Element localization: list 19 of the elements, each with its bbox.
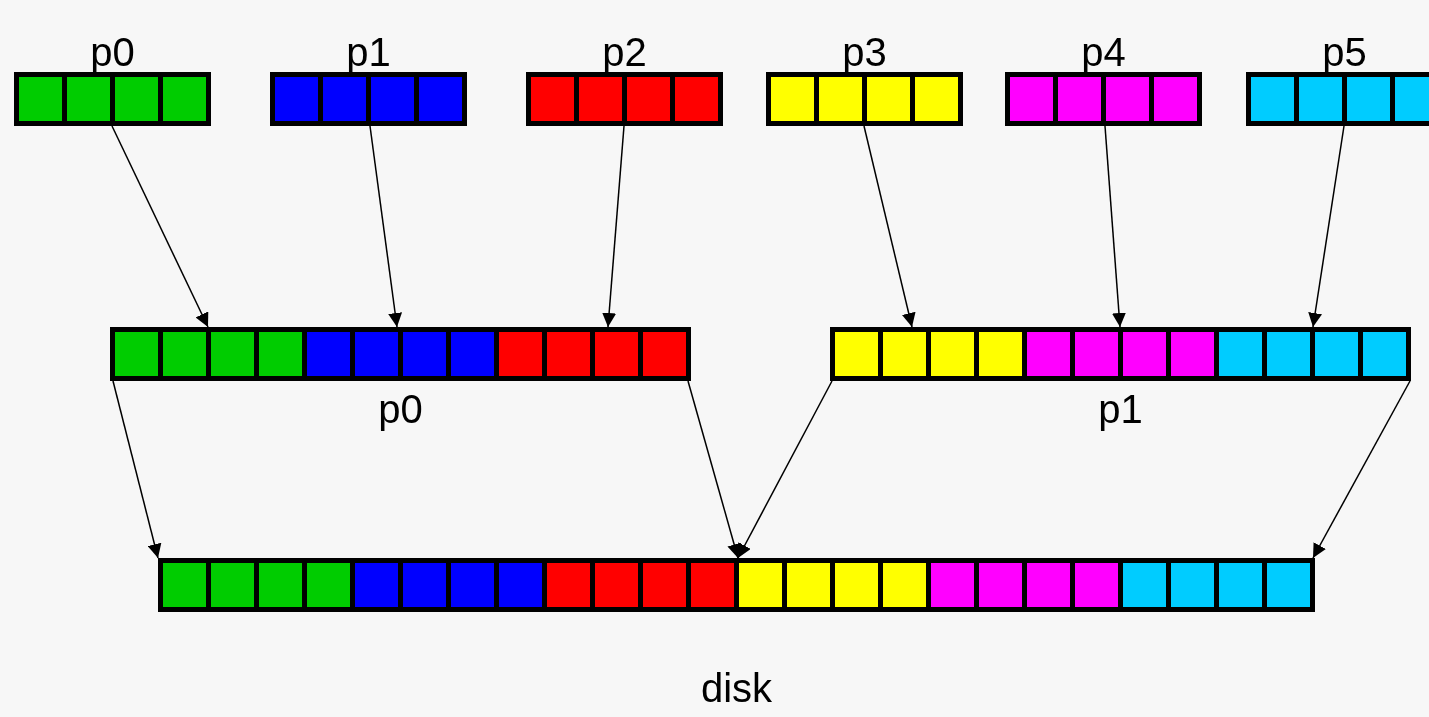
buffer-label: disk — [700, 666, 773, 710]
arrow — [1312, 380, 1411, 559]
arrow — [602, 125, 625, 328]
buffer-label: p2 — [602, 30, 647, 74]
buffer-label: p0 — [378, 387, 423, 431]
arrow — [1308, 125, 1345, 328]
buffer-label: p4 — [1081, 30, 1126, 74]
buffer-label: p1 — [1098, 387, 1143, 431]
buffer-label: p3 — [842, 30, 887, 74]
buffer-label: p5 — [1322, 30, 1367, 74]
arrow — [369, 125, 403, 328]
arrow — [737, 380, 833, 559]
arrow — [863, 125, 916, 328]
arrow — [111, 125, 209, 328]
buffer-label: p1 — [346, 30, 391, 74]
arrow — [1104, 125, 1126, 328]
arrow — [687, 380, 741, 559]
arrow — [112, 380, 162, 559]
buffer-label: p0 — [90, 30, 135, 74]
